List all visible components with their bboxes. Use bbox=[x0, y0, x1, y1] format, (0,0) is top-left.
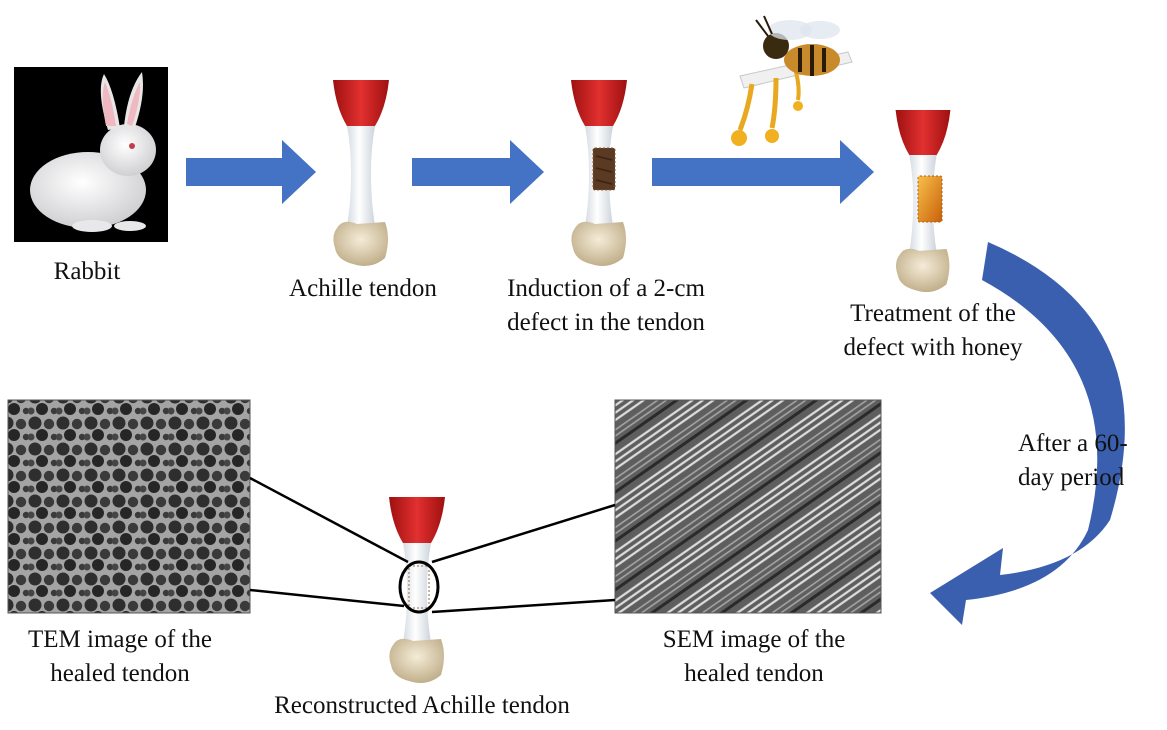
period-label: After a 60- day period bbox=[1018, 430, 1128, 491]
tem-micrograph bbox=[7, 399, 251, 614]
sem-caption: SEM image of the healed tendon bbox=[662, 626, 846, 687]
achilles-tendon-illustration bbox=[333, 80, 389, 266]
rabbit-label: Rabbit bbox=[53, 258, 121, 285]
reconstructed-tendon-illustration bbox=[389, 497, 445, 683]
achille-tendon-label: Achille tendon bbox=[289, 275, 437, 302]
sem-micrograph bbox=[614, 399, 882, 614]
tem-caption: TEM image of the healed tendon bbox=[28, 626, 212, 687]
arrow-1 bbox=[186, 140, 316, 204]
arrow-2 bbox=[412, 140, 544, 204]
tendon-honey-treated-illustration bbox=[895, 109, 951, 293]
tendon-defect-illustration bbox=[571, 80, 627, 266]
connector-lines bbox=[249, 476, 616, 614]
treatment-label: Treatment of the defect with honey bbox=[843, 300, 1023, 361]
honey-bee-dipper-icon bbox=[731, 15, 853, 146]
induction-label: Induction of a 2-cm defect in the tendon bbox=[507, 275, 705, 336]
arrow-3 bbox=[652, 140, 874, 204]
rabbit-photo bbox=[14, 67, 168, 242]
curved-arrow bbox=[930, 242, 1125, 625]
reconstructed-label: Reconstructed Achille tendon bbox=[274, 692, 570, 719]
